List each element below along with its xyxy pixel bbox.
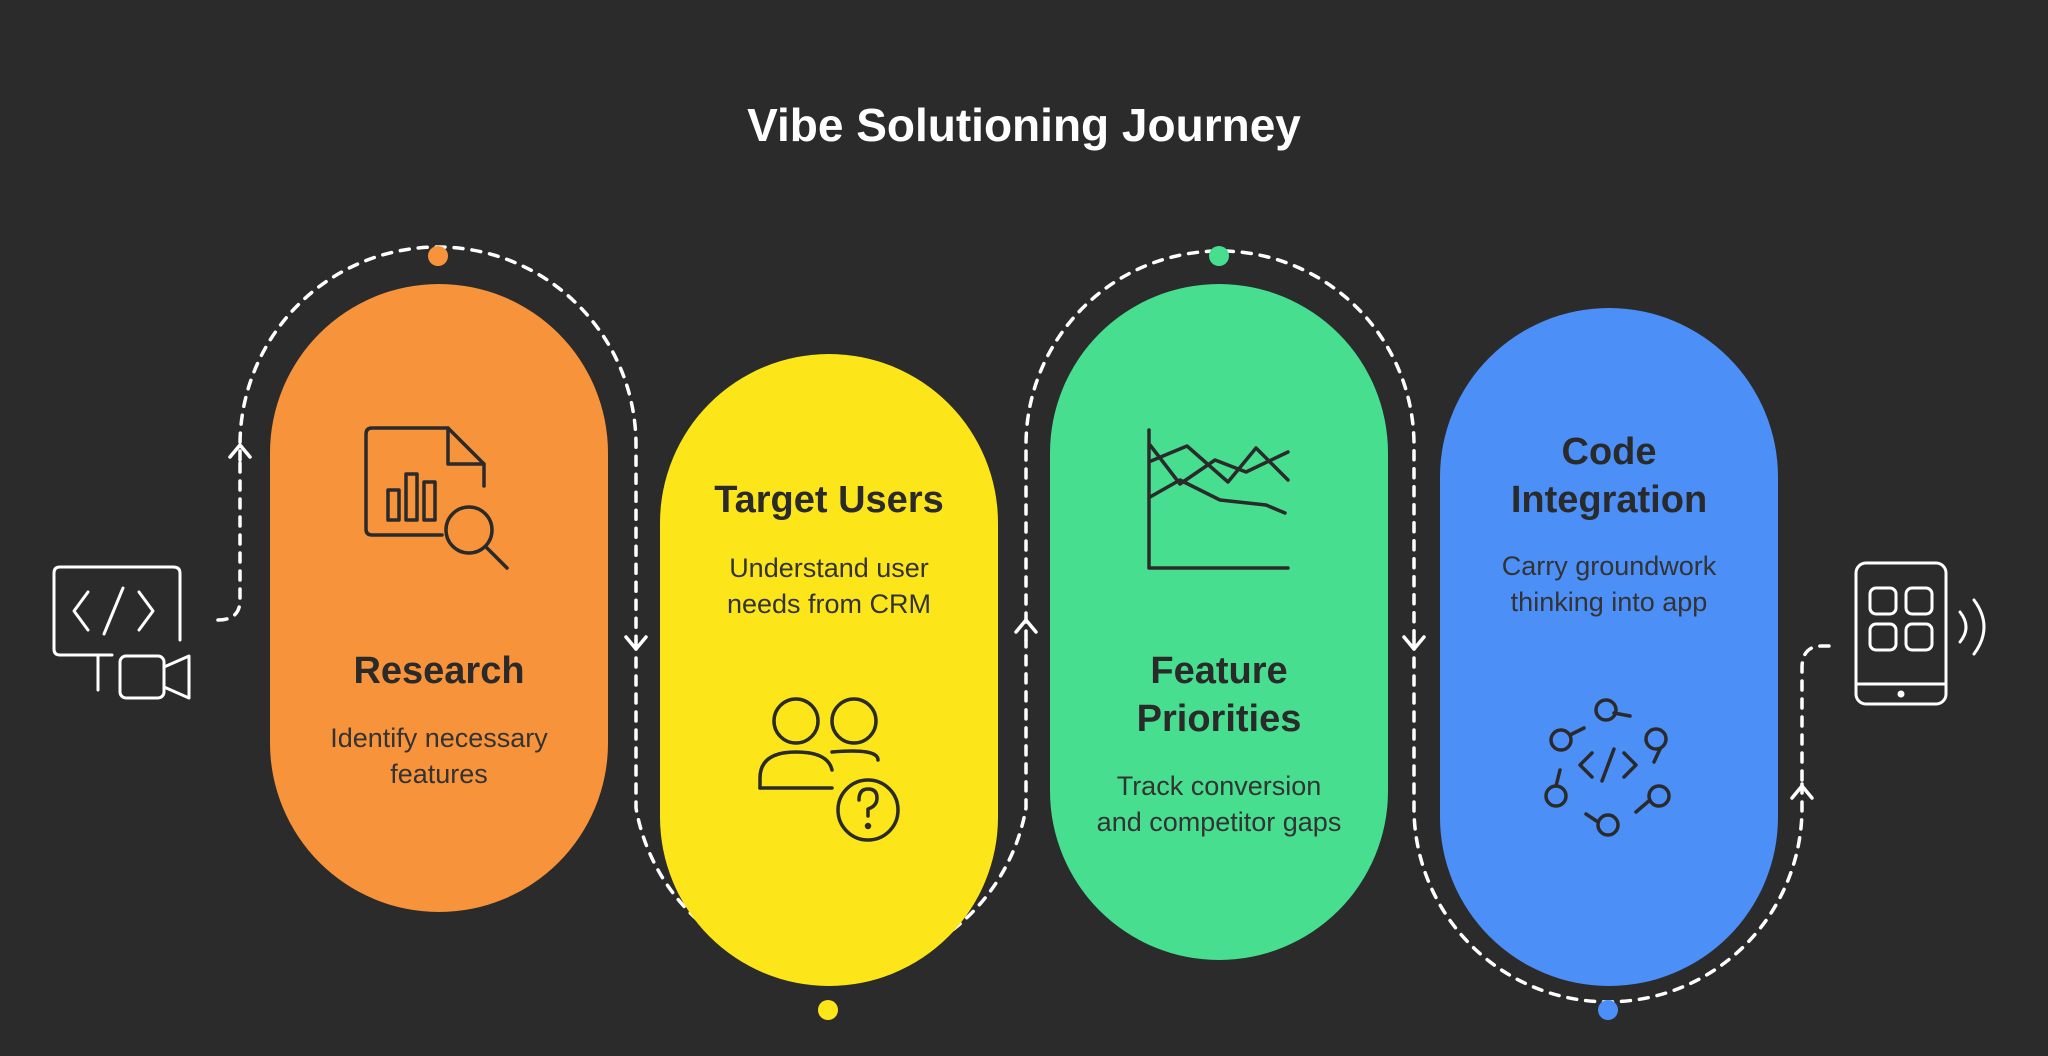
code-integration-dot: [1598, 1000, 1618, 1020]
research-title: Research: [353, 650, 525, 692]
feature-priorities-description: Track conversion and competitor gaps: [1096, 771, 1342, 837]
arrow-up-icon: [1014, 618, 1038, 634]
code-integration-description: Carry groundwork thinking into app: [1501, 551, 1717, 617]
target-users-description: Understand user needs from CRM: [726, 553, 932, 619]
target-users-title: Target Users: [714, 479, 944, 521]
path-segment-start: [216, 458, 242, 622]
arrow-up-icon: [228, 443, 252, 459]
arrow-up-icon: [1790, 784, 1814, 800]
diagram-title: Vibe Solutioning Journey: [747, 99, 1301, 151]
code-integration-pill: [1440, 308, 1778, 986]
code-integration-icon: [1544, 698, 1671, 837]
research-dot: [428, 246, 448, 266]
line-chart-icon: [1147, 428, 1290, 570]
research-pill: [270, 284, 608, 912]
target-users-dot: [818, 1000, 838, 1020]
target-users-pill: [660, 354, 998, 986]
arrow-down-icon: [1402, 635, 1426, 651]
feature-priorities-title: Feature Priorities: [1136, 650, 1302, 740]
users-question-icon: [758, 697, 900, 842]
feature-priorities-dot: [1209, 246, 1229, 266]
code-monitor-video-icon: [52, 565, 191, 700]
path-segment-end: [1800, 644, 1836, 782]
document-chart-search-icon: [364, 426, 509, 570]
mobile-app-signal-icon: [1854, 561, 1986, 706]
research-description: Identify necessary features: [330, 723, 548, 789]
feature-priorities-pill: [1050, 284, 1388, 960]
code-integration-title: Code Integration: [1510, 431, 1708, 521]
arrow-down-icon: [624, 635, 648, 651]
